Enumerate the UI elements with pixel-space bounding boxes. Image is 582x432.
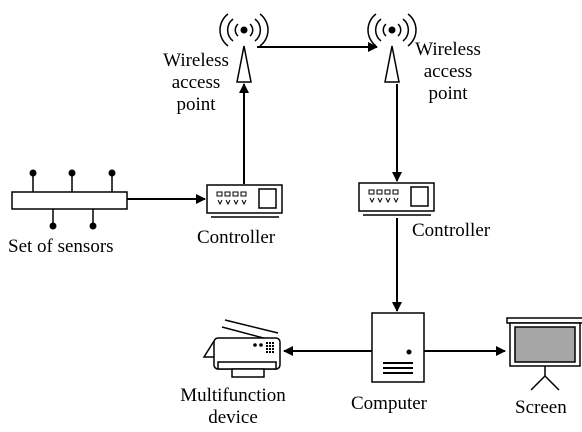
controller-right-label: Controller xyxy=(412,220,491,241)
wap-left-label-line1: Wireless xyxy=(163,50,229,71)
wap-left-label-line3: point xyxy=(176,94,216,115)
controller-left-label: Controller xyxy=(197,227,276,248)
sensor-set-icon xyxy=(11,169,128,230)
sensors-label: Set of sensors xyxy=(8,236,114,257)
wap-right-label: Wireless access point xyxy=(406,39,490,105)
controller-right-icon xyxy=(358,182,435,216)
wap-right-label-line1: Wireless xyxy=(415,39,481,60)
computer-icon xyxy=(371,312,425,383)
screen-label: Screen xyxy=(515,397,567,418)
controller-left-icon xyxy=(206,184,283,218)
wap-right-label-line3: point xyxy=(428,83,468,104)
wap-right-label-line2: access xyxy=(423,61,473,82)
wap-left-label-line2: access xyxy=(171,72,221,93)
wireless-access-point-left-icon xyxy=(219,13,269,83)
computer-label: Computer xyxy=(351,393,427,414)
multifunction-label: Multifunction device xyxy=(175,385,291,429)
multifunction-label-line2: device xyxy=(208,407,258,428)
screen-icon xyxy=(506,317,582,391)
multifunction-label-line1: Multifunction xyxy=(180,385,286,406)
wap-left-label: Wireless access point xyxy=(152,50,240,116)
multifunction-device-icon xyxy=(202,319,281,378)
